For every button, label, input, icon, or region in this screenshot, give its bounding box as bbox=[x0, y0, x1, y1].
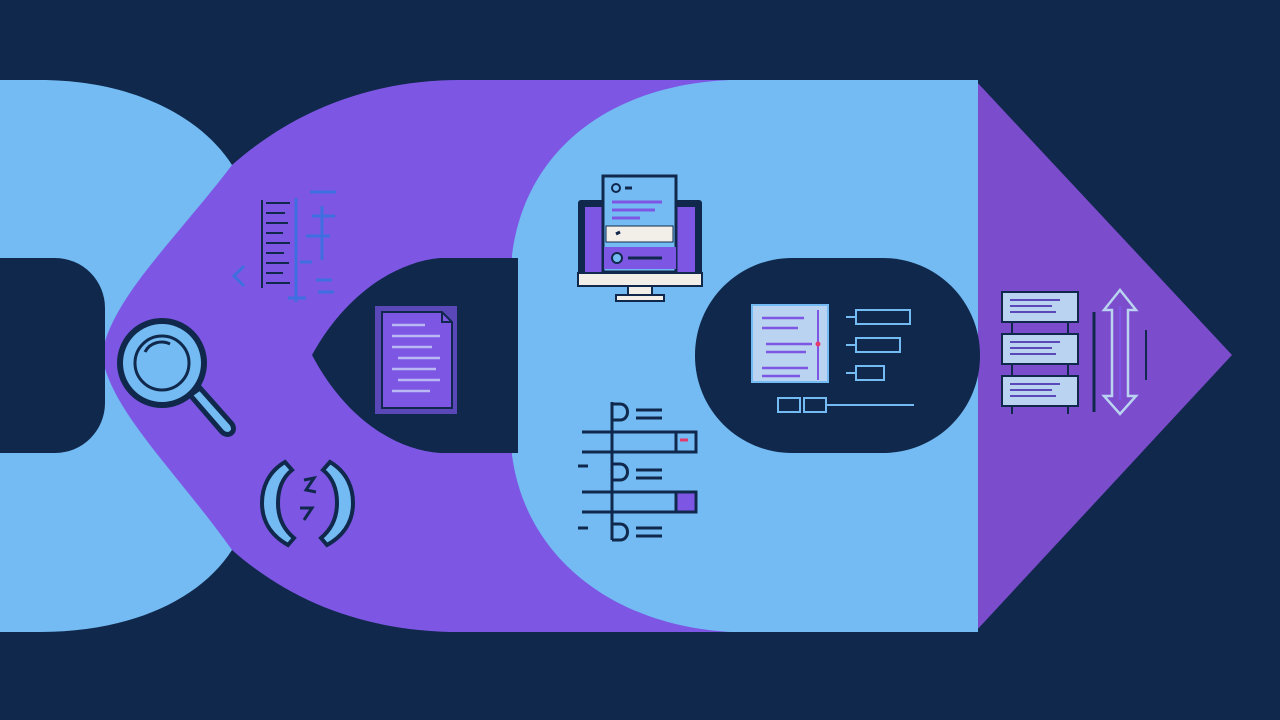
sync-arrows-icon bbox=[1092, 287, 1147, 416]
magnifier-icon bbox=[117, 318, 236, 437]
checklist-icon bbox=[578, 402, 698, 542]
data-record-icon bbox=[751, 304, 914, 413]
right-dark-capsule bbox=[695, 258, 980, 453]
server-rack-icon bbox=[1001, 291, 1079, 414]
monitor-form-icon bbox=[577, 174, 703, 302]
code-brackets-icon bbox=[259, 459, 356, 548]
left-dark-slot bbox=[0, 258, 105, 453]
arrow-head bbox=[975, 80, 1232, 632]
document-icon bbox=[375, 306, 457, 414]
barcode-code-icon bbox=[231, 190, 336, 302]
